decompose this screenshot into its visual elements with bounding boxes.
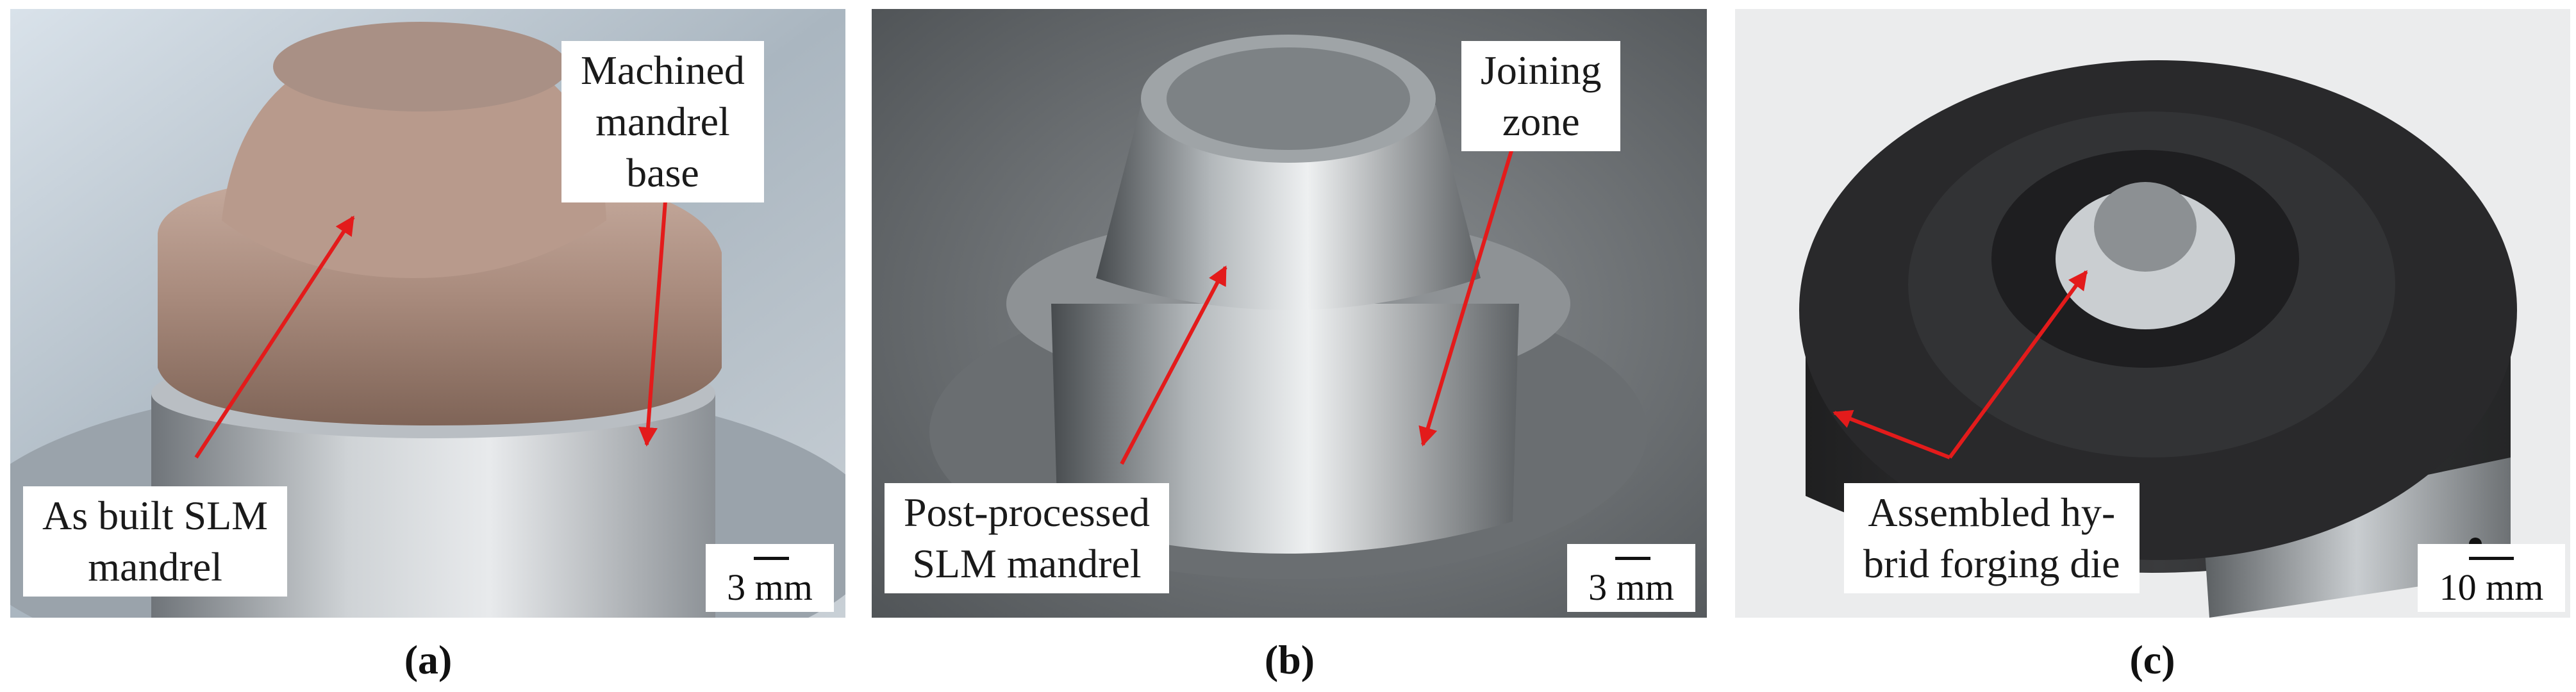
scale-bar: 10 mm: [2418, 544, 2565, 612]
caption-a: (a): [404, 637, 453, 682]
panel-b-photo: Joining zone Post-processed SLM mandrel …: [872, 9, 1707, 618]
caption-b: (b): [1264, 637, 1315, 682]
caption-c: (c): [2129, 637, 2175, 682]
label-machined-mandrel-base: Machined mandrel base: [561, 41, 764, 202]
label-post-processed-slm-mandrel: Post-processed SLM mandrel: [885, 483, 1169, 593]
scale-bar: 3 mm: [1567, 544, 1695, 612]
scale-bar-label: 3 mm: [727, 566, 813, 608]
scale-bar: 3 mm: [706, 544, 834, 612]
scale-bar-label: 3 mm: [1588, 566, 1674, 608]
scale-bar-label: 10 mm: [2439, 566, 2544, 608]
label-assembled-hybrid-forging-die: Assembled hy- brid forging die: [1844, 483, 2140, 593]
panel-a-photo: Machined mandrel base As built SLM mandr…: [10, 9, 845, 618]
label-as-built-slm-mandrel: As built SLM mandrel: [23, 486, 288, 597]
label-joining-zone: Joining zone: [1461, 41, 1621, 151]
panel-c-photo: Assembled hy- brid forging die 10 mm: [1735, 9, 2570, 618]
